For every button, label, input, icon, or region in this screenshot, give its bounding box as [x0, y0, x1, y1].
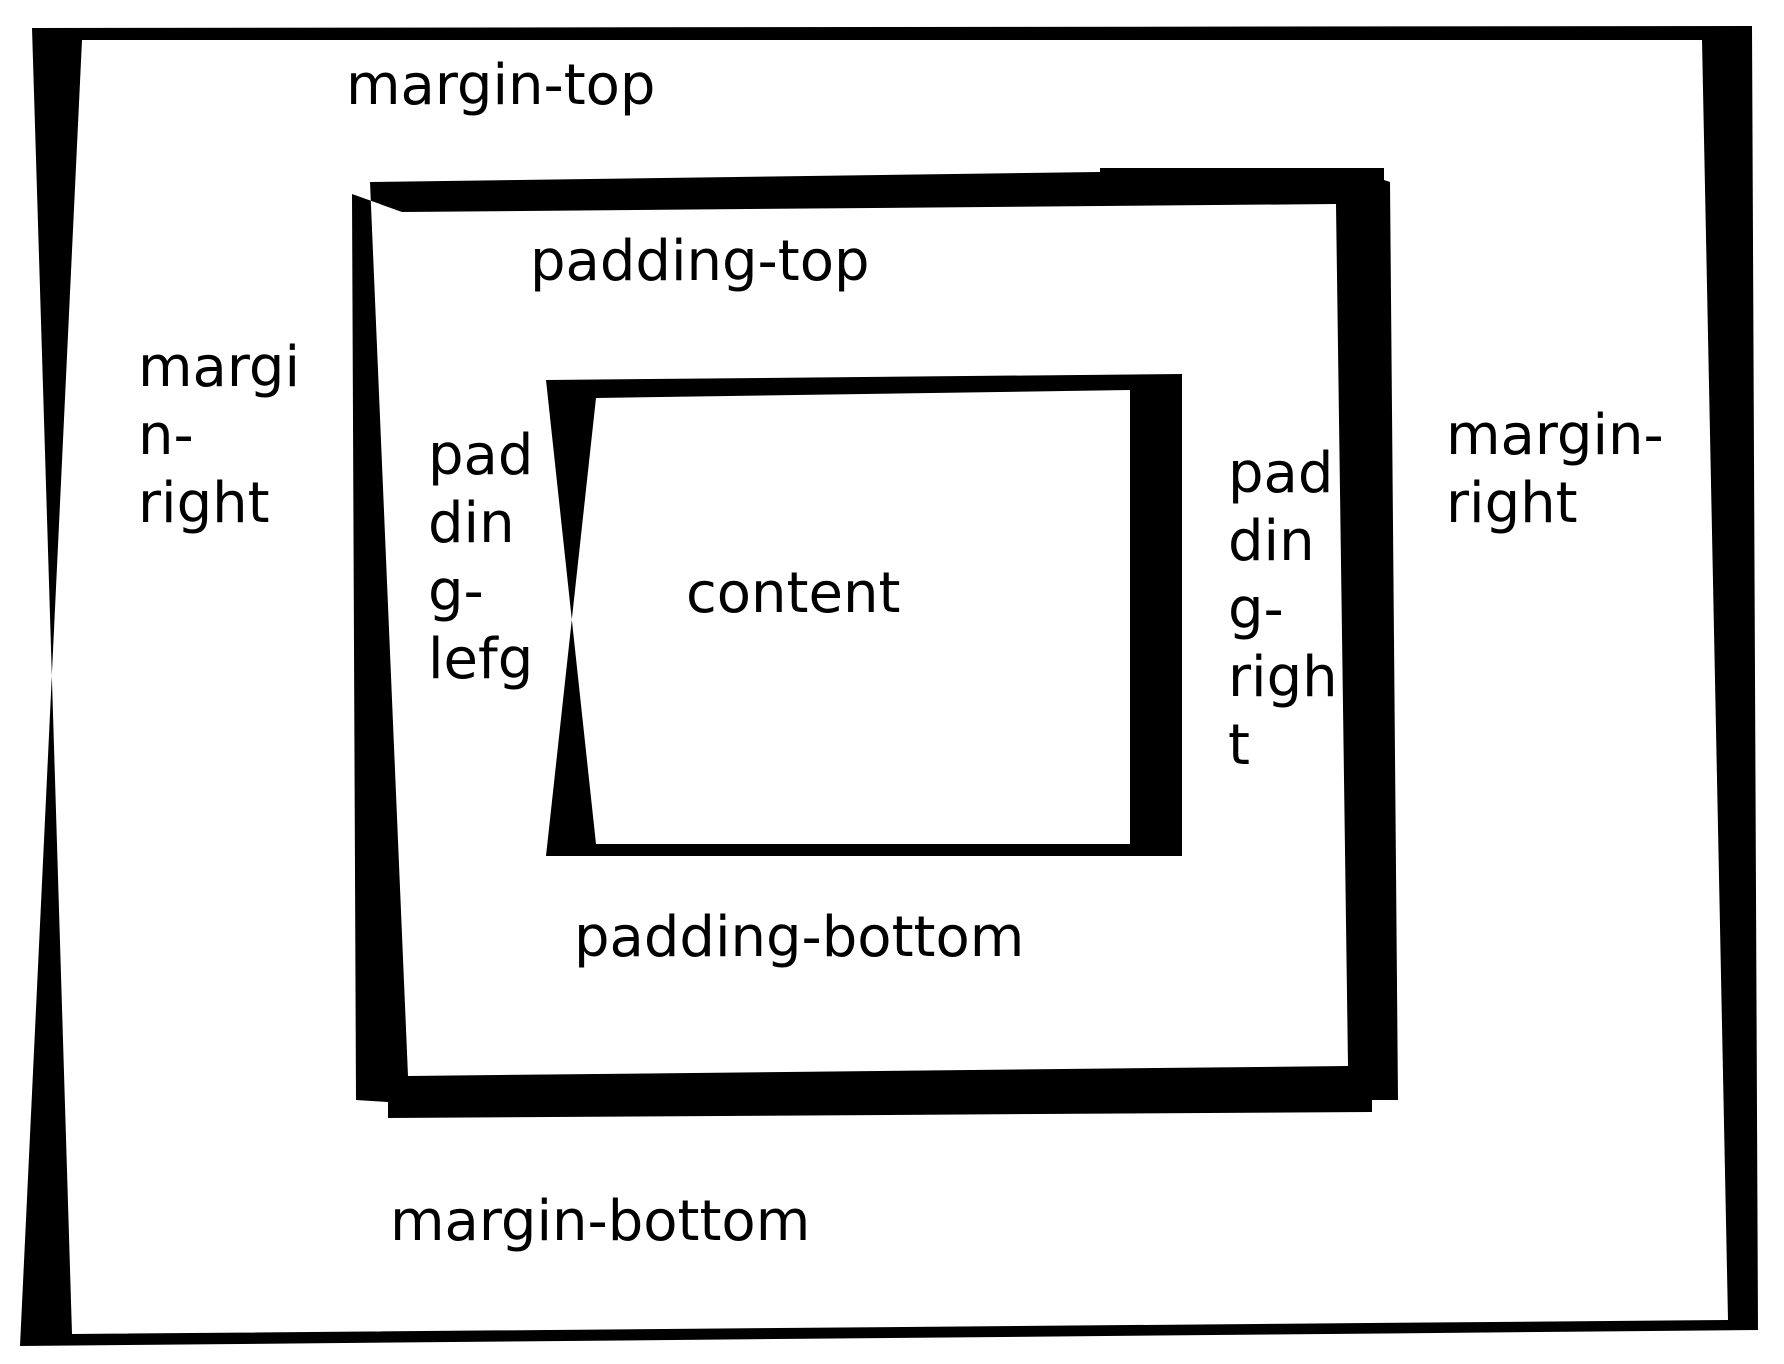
- padding-right-label-line: g-: [1228, 577, 1284, 642]
- padding-right-label-line: t: [1228, 713, 1250, 778]
- margin-left-label-line: margi: [138, 335, 300, 400]
- margin-left-label-line: n-: [138, 403, 194, 468]
- padding-left-label-line: din: [428, 491, 515, 556]
- margin-right-label-line: right: [1446, 471, 1578, 536]
- padding-left-label-line: pad: [428, 423, 533, 488]
- padding-left-label-line: lefg: [428, 627, 533, 692]
- margin-right-label-line: margin-: [1446, 403, 1664, 468]
- margin-bottom-label: margin-bottom: [390, 1189, 810, 1254]
- padding-right-label: pad din g- righ t: [1228, 441, 1355, 778]
- margin-right-label: margin- right: [1446, 403, 1682, 536]
- margin-box-frame: [20, 26, 1758, 1346]
- padding-left-label-line: g-: [428, 559, 484, 624]
- padding-right-label-line: righ: [1228, 645, 1338, 710]
- margin-left-label-line: right: [138, 471, 270, 536]
- margin-box: [20, 26, 1758, 1346]
- padding-top-label: padding-top: [530, 229, 870, 294]
- border-box-top-stroke: [1100, 168, 1384, 180]
- padding-right-label-line: pad: [1228, 441, 1333, 506]
- content-label: content: [686, 561, 900, 626]
- margin-top-label: margin-top: [346, 53, 655, 118]
- padding-left-label: pad din g- lefg: [428, 423, 551, 692]
- border-box: [352, 168, 1398, 1118]
- padding-bottom-label: padding-bottom: [574, 905, 1024, 970]
- margin-left-label: margi n- right: [138, 335, 318, 536]
- padding-right-label-line: din: [1228, 509, 1315, 574]
